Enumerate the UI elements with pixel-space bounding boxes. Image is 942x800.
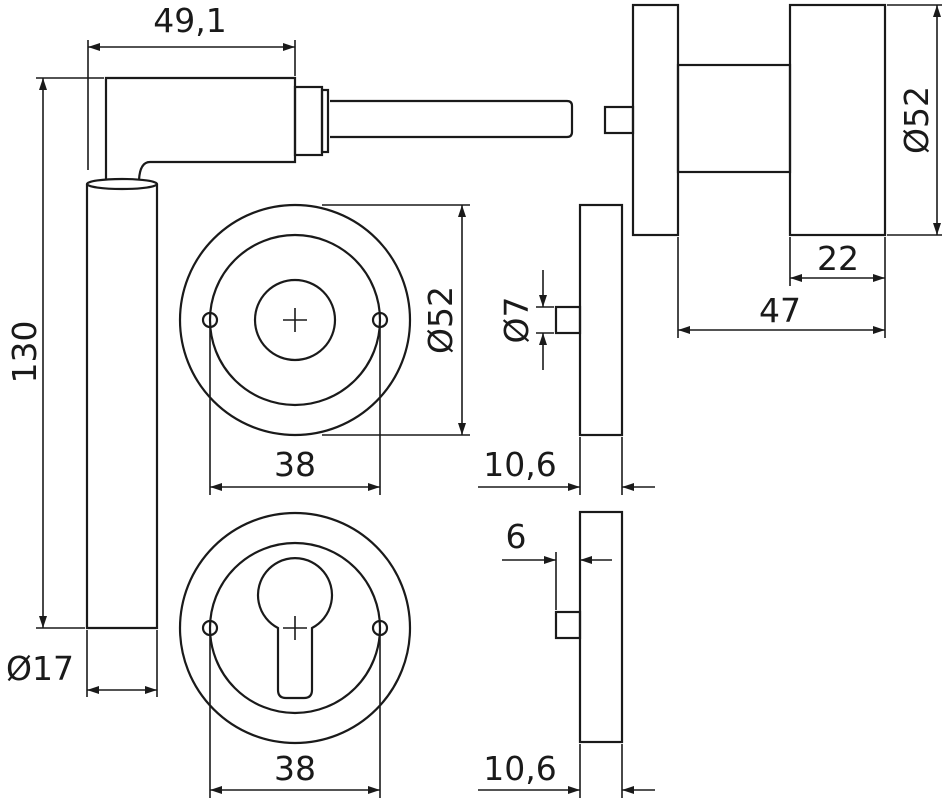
label-lever-length: 130 xyxy=(5,321,44,384)
label-rose-screw-spacing: 38 xyxy=(274,445,316,484)
knob-side-view: Ø52 22 47 xyxy=(603,3,942,338)
label-escutcheon-thickness: 10,6 xyxy=(483,749,556,788)
dim-lever-projection: 49,1 xyxy=(87,1,296,170)
escutcheon-front-view: 38 xyxy=(178,511,412,798)
escutcheon-side-view: 6 10,6 xyxy=(478,510,655,798)
lever-handle xyxy=(85,76,574,630)
rose-side-view: Ø7 10,6 xyxy=(478,203,655,495)
dim-lever-length: 130 xyxy=(5,77,104,629)
rose-front-view: Ø52 38 xyxy=(178,203,470,495)
label-knob-width: 22 xyxy=(817,239,859,278)
label-knob-projection: 47 xyxy=(759,291,801,330)
label-escutcheon-screw-spacing: 38 xyxy=(274,749,316,788)
label-lever-projection: 49,1 xyxy=(153,1,226,40)
label-rose-thickness: 10,6 xyxy=(483,445,556,484)
label-knob-diameter: Ø52 xyxy=(897,86,936,154)
label-lever-diameter: Ø17 xyxy=(6,649,74,688)
label-escutcheon-offset: 6 xyxy=(506,517,527,556)
dim-lever-diameter: Ø17 xyxy=(6,630,158,697)
label-rose-diameter: Ø52 xyxy=(421,286,460,354)
label-spindle-diameter: Ø7 xyxy=(497,297,536,344)
